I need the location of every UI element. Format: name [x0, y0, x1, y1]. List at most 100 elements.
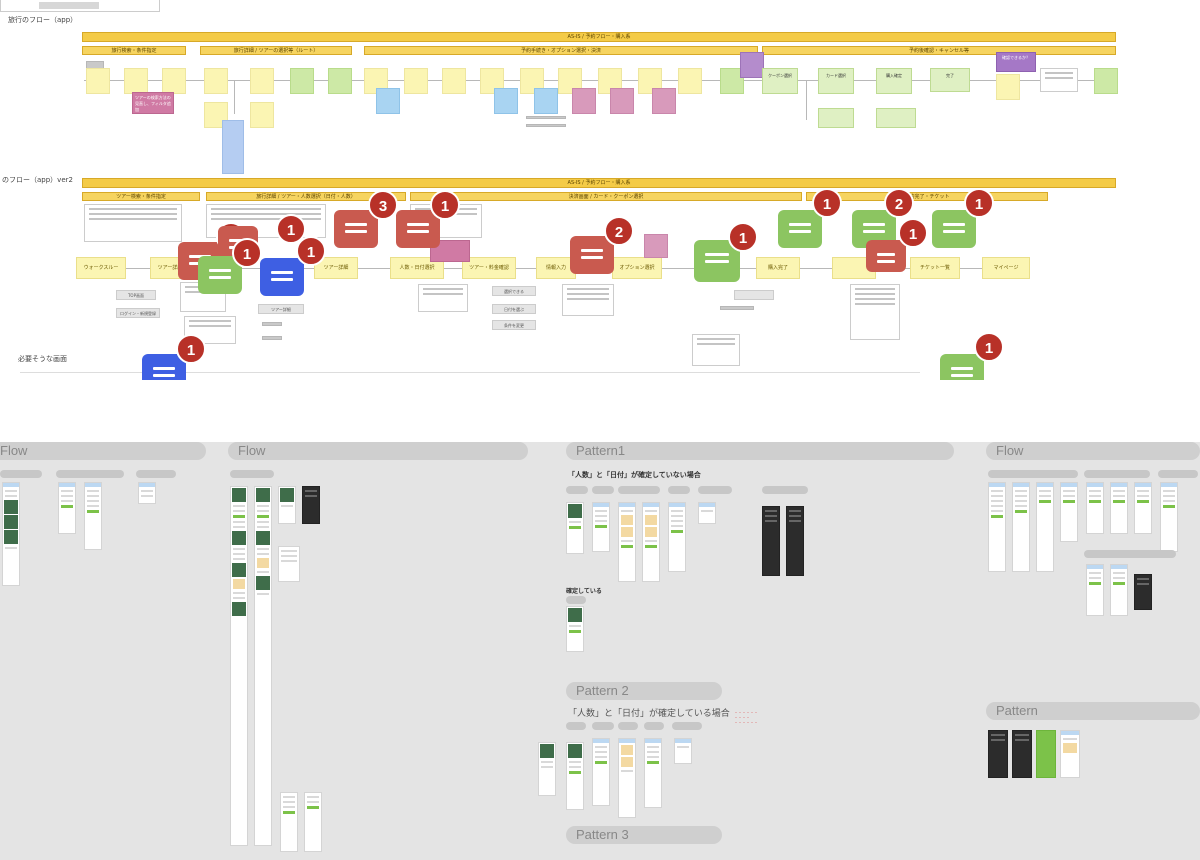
flow-card[interactable]: 購入確定 — [876, 68, 912, 94]
comment-count-badge[interactable]: 1 — [176, 334, 206, 364]
screen-thumbnail[interactable] — [1160, 482, 1178, 552]
sticky-note[interactable] — [644, 234, 668, 258]
flow-step[interactable]: チケット一覧 — [910, 257, 960, 279]
screen-thumbnail[interactable] — [1110, 482, 1128, 534]
screen-thumbnail[interactable] — [1036, 482, 1054, 572]
screen-thumbnail[interactable] — [988, 730, 1008, 778]
sticky-note[interactable] — [250, 102, 274, 128]
flow-step[interactable]: マイページ — [982, 257, 1030, 279]
comment-count-badge[interactable]: 1 — [430, 190, 460, 220]
sticky-note[interactable] — [290, 68, 314, 94]
screen-thumbnail[interactable] — [644, 738, 662, 808]
flow-step[interactable]: ツアー詳細 — [314, 257, 358, 279]
screen-thumbnail[interactable] — [1012, 482, 1030, 572]
frame-title-pattern[interactable]: Pattern — [986, 702, 1200, 720]
tag[interactable]: 日付を選ぶ — [492, 304, 536, 314]
comment-count-badge[interactable]: 1 — [974, 332, 1004, 362]
screen-thumbnail[interactable] — [84, 482, 102, 550]
screen-thumbnail[interactable] — [1134, 482, 1152, 534]
frame-title-pattern1[interactable]: Pattern1 — [566, 442, 954, 460]
screen-thumbnail[interactable] — [1110, 564, 1128, 616]
comment-bubble[interactable] — [396, 210, 440, 248]
tag[interactable]: TOP画面 — [116, 290, 156, 300]
screen-thumbnail[interactable] — [302, 486, 320, 524]
sticky-note[interactable] — [652, 88, 676, 114]
screens-board[interactable]: Flow Flow Pattern1 Flow Pattern 2 Patter… — [0, 442, 1200, 860]
screen-thumbnail[interactable] — [1060, 730, 1080, 778]
screen-thumbnail[interactable] — [618, 502, 636, 582]
flow-step[interactable]: ツアー・料金確認 — [462, 257, 516, 279]
comment-count-badge[interactable]: 1 — [898, 218, 928, 248]
note-box[interactable] — [850, 284, 900, 340]
comment-bubble[interactable] — [260, 258, 304, 296]
flow-board[interactable]: 旅行のフロー（app） のフロー（app）ver2 必要そうな画面 AS-IS … — [0, 0, 1200, 380]
flow-step-walkthrough[interactable]: ウォークスルー — [76, 257, 126, 279]
sticky-note[interactable] — [678, 68, 702, 94]
screen-thumbnail[interactable] — [674, 738, 692, 764]
screen-thumbnail[interactable] — [1086, 482, 1104, 534]
flow-step[interactable]: 購入完了 — [756, 257, 800, 279]
screen-thumbnail[interactable] — [762, 506, 780, 576]
comment-count-badge[interactable]: 1 — [728, 222, 758, 252]
tag[interactable]: 条件を変更 — [492, 320, 536, 330]
screen-thumbnail[interactable] — [280, 792, 298, 852]
screen-thumbnail[interactable] — [278, 546, 300, 582]
frame-title-flow-3[interactable]: Flow — [986, 442, 1200, 460]
screen-thumbnail[interactable] — [138, 482, 156, 504]
screen-thumbnail[interactable] — [592, 738, 610, 806]
sticky-note[interactable] — [250, 68, 274, 94]
sticky-note[interactable] — [572, 88, 596, 114]
comment-count-badge[interactable]: 3 — [368, 190, 398, 220]
comment-bubble[interactable] — [570, 236, 614, 274]
comment-count-badge[interactable]: 1 — [812, 188, 842, 218]
sticky-note[interactable] — [124, 68, 148, 94]
comment-bubble[interactable] — [932, 210, 976, 248]
screen-thumbnail[interactable] — [988, 482, 1006, 572]
comment-bubble[interactable] — [940, 354, 984, 380]
sticky-note[interactable] — [1094, 68, 1118, 94]
flow-card[interactable]: カード選択 — [818, 68, 854, 94]
screen-thumbnail[interactable] — [566, 742, 584, 810]
note-box[interactable] — [562, 284, 614, 316]
flow-card[interactable]: クーポン選択 — [762, 68, 798, 94]
screen-thumbnail[interactable] — [230, 486, 248, 846]
tag[interactable]: ログイン・新規登録 — [116, 308, 160, 318]
comment-bubble[interactable] — [778, 210, 822, 248]
screen-thumbnail[interactable] — [786, 506, 804, 576]
screen-thumbnail[interactable] — [1086, 564, 1104, 616]
sticky-note[interactable] — [534, 88, 558, 114]
screen-thumbnail[interactable] — [254, 486, 272, 846]
screen-thumbnail[interactable] — [58, 482, 76, 534]
sticky-note[interactable] — [442, 68, 466, 94]
comment-count-badge[interactable]: 2 — [884, 188, 914, 218]
comment-bubble[interactable] — [866, 240, 906, 272]
screen-thumbnail[interactable] — [566, 502, 584, 554]
flow-card[interactable]: 完了 — [930, 68, 970, 92]
pink-note[interactable] — [430, 240, 470, 262]
pink-note[interactable]: ツアーの検索方法の見直し、フィルタ追加 — [132, 92, 174, 114]
screen-thumbnail[interactable] — [642, 502, 660, 582]
sticky-note[interactable] — [740, 52, 764, 78]
comment-count-badge[interactable]: 1 — [964, 188, 994, 218]
frame-title-flow-2[interactable]: Flow — [228, 442, 528, 460]
sticky-note[interactable] — [494, 88, 518, 114]
screen-thumbnail[interactable] — [1036, 730, 1056, 778]
flow-card[interactable] — [876, 108, 916, 128]
frame-title-flow-1[interactable]: Flow — [0, 442, 206, 460]
screen-thumbnail[interactable] — [278, 486, 296, 524]
comment-bubble[interactable] — [334, 210, 378, 248]
sticky-note[interactable] — [204, 68, 228, 94]
screen-thumbnail[interactable] — [1060, 482, 1078, 542]
note-box[interactable] — [418, 284, 468, 312]
sticky-note[interactable] — [162, 68, 186, 94]
tag[interactable]: 選択できる — [492, 286, 536, 296]
frame-title-pattern2[interactable]: Pattern 2 — [566, 682, 722, 700]
screen-thumbnail[interactable] — [698, 502, 716, 524]
flow-step[interactable]: 人数・日付選択 — [390, 257, 444, 279]
screen-thumbnail[interactable] — [566, 606, 584, 652]
screen-thumbnail[interactable] — [668, 502, 686, 572]
sticky-note[interactable] — [86, 68, 110, 94]
screen-thumbnail[interactable] — [2, 482, 20, 586]
comment-count-badge[interactable]: 1 — [276, 214, 306, 244]
